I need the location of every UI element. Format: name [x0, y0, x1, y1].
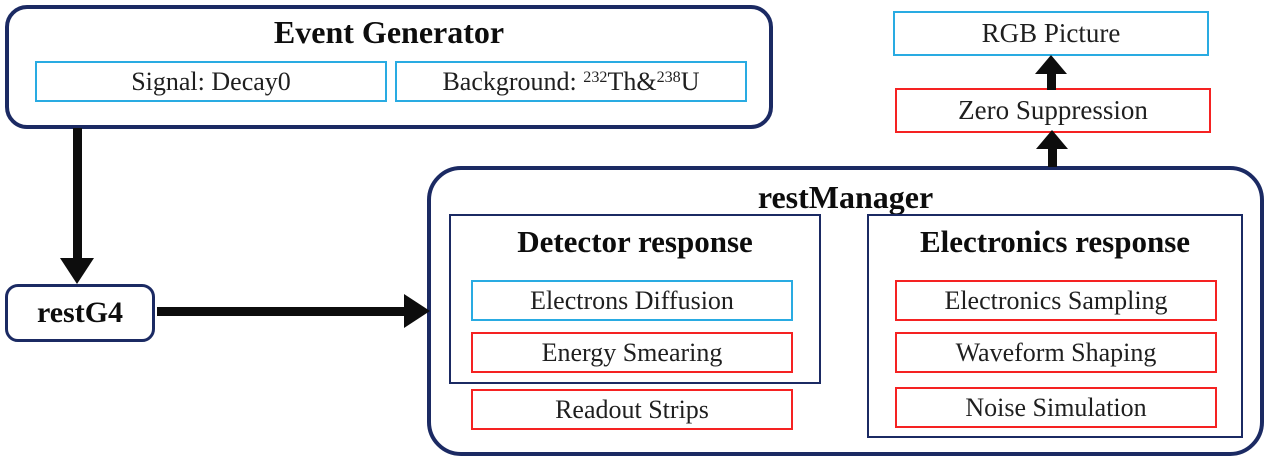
- energy-smearing-label: Energy Smearing: [541, 337, 723, 367]
- zero-suppression-to-rgb-picture-arrow: [1047, 73, 1056, 90]
- noise-simulation-box: Noise Simulation: [895, 387, 1217, 428]
- detector-response-box: Detector response Electrons Diffusion En…: [449, 214, 821, 384]
- restmanager-to-zero-suppression-arrow: [1048, 148, 1057, 167]
- background-label: Background: 232Th&238U: [442, 66, 700, 96]
- arrow-up-icon: [1036, 130, 1068, 149]
- restg4-to-restmanager-arrow: [157, 307, 405, 316]
- signal-decay0-box: Signal: Decay0: [35, 61, 387, 102]
- restmanager-box: restManager Detector response Electrons …: [427, 166, 1264, 456]
- restg4-label: restG4: [36, 296, 124, 329]
- background-isotopes-box: Background: 232Th&238U: [395, 61, 747, 102]
- electrons-diffusion-label: Electrons Diffusion: [530, 285, 734, 315]
- arrow-right-icon: [404, 294, 430, 328]
- event-generator-title: Event Generator: [273, 14, 505, 50]
- signal-label: Signal: Decay0: [131, 66, 291, 96]
- event-generator-to-restg4-arrow: [73, 128, 82, 259]
- zero-suppression-box: Zero Suppression: [895, 88, 1211, 133]
- readout-strips-box: Readout Strips: [471, 389, 793, 430]
- rgb-picture-box: RGB Picture: [893, 11, 1209, 56]
- restg4-box: restG4: [5, 284, 155, 342]
- waveform-shaping-label: Waveform Shaping: [955, 337, 1157, 367]
- arrow-down-icon: [60, 258, 94, 284]
- restmanager-title: restManager: [757, 179, 934, 215]
- electronics-response-title: Electronics response: [919, 224, 1191, 259]
- electronics-response-box: Electronics response Electronics Samplin…: [867, 214, 1243, 438]
- arrow-up-icon: [1035, 55, 1067, 74]
- noise-simulation-label: Noise Simulation: [965, 392, 1147, 422]
- energy-smearing-box: Energy Smearing: [471, 332, 793, 373]
- rgb-picture-label: RGB Picture: [981, 18, 1121, 48]
- zero-suppression-label: Zero Suppression: [958, 95, 1148, 125]
- event-generator-box: Event Generator Signal: Decay0 Backgroun…: [5, 5, 773, 129]
- readout-strips-label: Readout Strips: [555, 394, 709, 424]
- electronics-sampling-box: Electronics Sampling: [895, 280, 1217, 321]
- detector-response-title: Detector response: [517, 224, 753, 259]
- waveform-shaping-box: Waveform Shaping: [895, 332, 1217, 373]
- electrons-diffusion-box: Electrons Diffusion: [471, 280, 793, 321]
- electronics-sampling-label: Electronics Sampling: [944, 285, 1168, 315]
